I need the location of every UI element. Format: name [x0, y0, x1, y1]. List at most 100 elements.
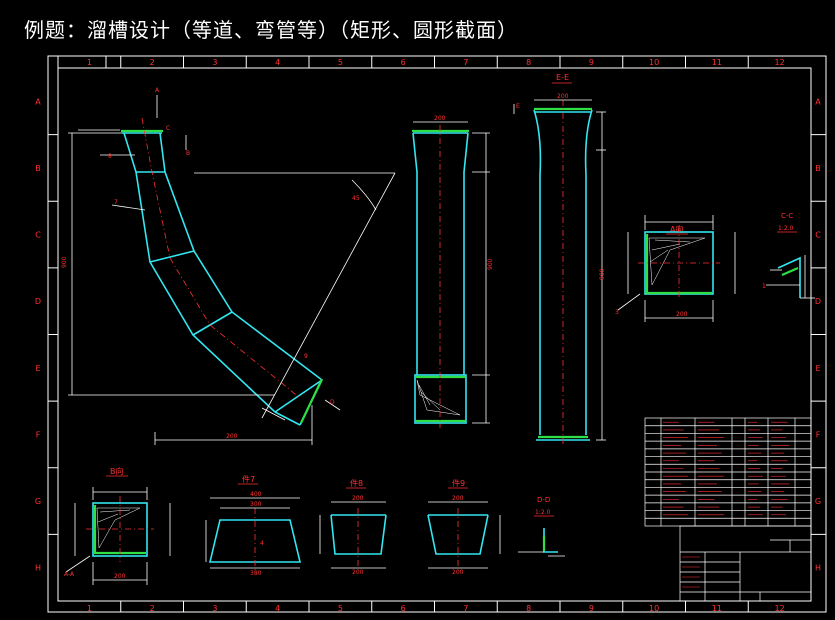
grid-number-bottom: 4: [275, 604, 280, 613]
svg-text:200: 200: [352, 495, 364, 502]
grid-letter-left: A: [35, 97, 41, 106]
b-view: B向 200 A-A: [64, 466, 171, 585]
svg-text:7: 7: [114, 199, 118, 206]
grid-number-top: 1: [87, 58, 92, 67]
grid-number-top: 6: [401, 58, 406, 67]
svg-text:900: 900: [61, 256, 68, 268]
grid-letter-left: D: [35, 297, 41, 306]
grid-letters-left: A B C D E F G H: [35, 97, 58, 573]
curved-chute-view: A 900 200 45 8 7 9 C B D: [61, 87, 396, 445]
svg-text:3: 3: [615, 309, 619, 316]
svg-text:A: A: [155, 87, 160, 94]
grid-number-bottom: 10: [649, 604, 659, 613]
grid-number-bottom: 8: [526, 604, 531, 613]
grid-letter-left: C: [35, 231, 41, 240]
parts-list-table: [644, 417, 812, 527]
title-block: [679, 525, 812, 602]
svg-text:200: 200: [557, 93, 569, 100]
svg-text:9: 9: [304, 353, 308, 360]
grid-number-bottom: 6: [401, 604, 406, 613]
svg-text:200: 200: [452, 495, 464, 502]
grid-letter-right: C: [815, 231, 821, 240]
grid-letter-right: E: [815, 364, 820, 373]
svg-text:200: 200: [114, 573, 126, 580]
svg-text:A-A: A-A: [64, 571, 75, 578]
svg-text:B: B: [186, 150, 190, 157]
grid-number-bottom: 3: [212, 604, 217, 613]
part-7-title: 件7: [242, 474, 255, 484]
grid-number-bottom: 7: [463, 604, 468, 613]
grid-number-top: 3: [212, 58, 217, 67]
outer-border: [47, 55, 827, 613]
a-view-title: A向: [670, 224, 683, 234]
dd-section-title: D-D: [537, 496, 550, 504]
a-view: A向 200 3: [615, 215, 736, 322]
svg-text:200: 200: [452, 569, 464, 576]
grid-number-bottom: 12: [775, 604, 785, 613]
grid-letter-right: D: [815, 297, 821, 306]
grid-letter-left: B: [35, 164, 41, 173]
b-view-title: B向: [110, 466, 124, 476]
inner-border: [57, 67, 812, 602]
svg-text:380: 380: [250, 570, 262, 577]
part-8-view: 件8 200 200: [319, 478, 387, 576]
grid-number-top: 10: [649, 58, 659, 67]
cc-section-view: C-C 1:2.0 1: [762, 212, 815, 299]
ee-section-title: E-E: [556, 73, 569, 82]
svg-text:200: 200: [352, 569, 364, 576]
grid-letter-right: H: [815, 564, 821, 573]
grid-number-bottom: 5: [338, 604, 343, 613]
grid-letters-right: A B C D E F G H: [811, 97, 826, 573]
svg-text:300: 300: [250, 501, 262, 508]
straight-chute-front-view: 200 900: [412, 115, 494, 428]
cc-section-scale: 1:2.0: [778, 225, 794, 232]
grid-number-bottom: 9: [589, 604, 594, 613]
svg-text:900: 900: [487, 258, 494, 270]
svg-text:900: 900: [599, 268, 606, 280]
part-9-title: 件9: [452, 478, 465, 488]
grid-number-bottom: 11: [712, 604, 722, 613]
svg-text:200: 200: [434, 115, 446, 122]
svg-text:45: 45: [352, 195, 360, 202]
svg-text:C: C: [166, 125, 170, 132]
grid-number-top: 9: [589, 58, 594, 67]
ee-section-view: E-E E 200 900: [513, 73, 606, 446]
grid-number-bottom: 1: [87, 604, 92, 613]
dd-section-scale: 1:2.0: [535, 509, 551, 516]
grid-letter-left: F: [36, 430, 41, 439]
grid-letter-left: E: [35, 364, 40, 373]
part-8-title: 件8: [350, 478, 363, 488]
grid-letter-right: F: [816, 430, 821, 439]
part-9-view: 件9 200 200: [427, 478, 501, 576]
grid-number-top: 8: [526, 58, 531, 67]
grid-number-top: 11: [712, 58, 722, 67]
svg-text:E: E: [516, 103, 520, 110]
svg-text:200: 200: [226, 433, 238, 440]
grid-letter-left: H: [35, 564, 41, 573]
corner-box: [57, 55, 107, 69]
grid-number-top: 2: [150, 58, 155, 67]
cc-section-title: C-C: [781, 212, 793, 220]
parts-list-rows: [645, 421, 811, 519]
svg-text:400: 400: [250, 491, 262, 498]
grid-number-bottom: 2: [150, 604, 155, 613]
grid-number-top: 12: [775, 58, 785, 67]
grid-letter-right: A: [815, 97, 821, 106]
dd-section-view: D-D 1:2.0: [518, 496, 565, 557]
grid-number-top: 5: [338, 58, 343, 67]
svg-text:1: 1: [762, 283, 766, 290]
grid-letter-left: G: [35, 497, 41, 506]
svg-text:D: D: [330, 399, 335, 406]
grid-number-top: 4: [275, 58, 280, 67]
svg-text:200: 200: [676, 311, 688, 318]
part-7-view: 件7 400 300 380 4: [205, 474, 302, 577]
grid-letter-right: B: [815, 164, 821, 173]
grid-number-top: 7: [463, 58, 468, 67]
svg-text:8: 8: [108, 153, 112, 160]
drawing-title: 例题：溜槽设计（等道、弯管等）（矩形、圆形截面）: [24, 18, 518, 42]
svg-text:4: 4: [260, 540, 264, 547]
grid-letter-right: G: [815, 497, 821, 506]
